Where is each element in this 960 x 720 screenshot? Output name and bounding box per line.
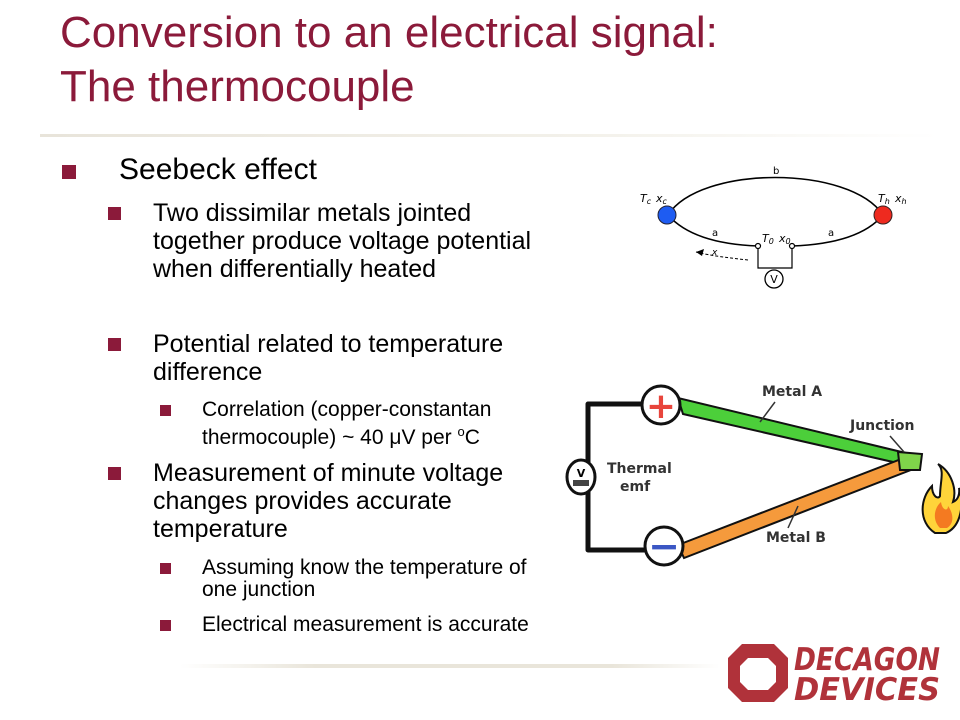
voltmeter-label: V <box>770 273 778 286</box>
logo-line-2: DEVICES <box>794 672 940 706</box>
metal-b-label: Metal B <box>766 530 826 546</box>
voltmeter-icon <box>764 269 784 289</box>
bullet-measurement: Measurement of minute voltage changes pr… <box>108 459 538 543</box>
label-x: x <box>711 248 718 258</box>
wire-a-left <box>667 214 759 247</box>
terminal-left <box>754 242 762 250</box>
bullet-square-icon <box>62 165 76 179</box>
logo-octagon-inner <box>740 658 776 690</box>
bullet-seebeck: Seebeck effect <box>62 152 562 188</box>
slide-title: Conversion to an electrical signal: The … <box>60 6 920 114</box>
thermocouple-schematic: V b a a x Tc xc Th xh T0 x0 <box>640 166 907 289</box>
bullet-square-icon <box>108 207 121 220</box>
bullet-square-icon <box>160 563 171 574</box>
wire-a-right <box>791 214 884 247</box>
title-divider <box>40 134 940 137</box>
junction-pointer <box>889 435 905 453</box>
bullet-text: Correlation (copper-constantan thermocou… <box>202 399 560 449</box>
wire-b <box>667 176 884 216</box>
negative-terminal-icon <box>643 525 685 567</box>
celsius-text: C <box>464 426 480 449</box>
decagon-devices-logo: DECAGON DEVICES <box>728 642 940 706</box>
label-th: Th <box>878 192 890 206</box>
bullet-dissimilar-metals: Two dissimilar metals jointed together p… <box>108 199 538 283</box>
bullet-text: Potential related to temperature differe… <box>153 330 504 386</box>
label-b: b <box>773 166 779 177</box>
positive-terminal-icon <box>640 384 682 426</box>
junction-label: Junction <box>849 418 915 434</box>
title-line-2: The thermocouple <box>60 62 415 111</box>
bullet-assuming: Assuming know the temperature of one jun… <box>160 557 560 601</box>
correlation-unit: V per <box>401 426 458 449</box>
correlation-text: Correlation (copper-constantan thermocou… <box>202 398 492 449</box>
label-a-right: a <box>828 228 834 239</box>
label-tc: Tc <box>640 192 652 206</box>
label-xc: xc <box>655 192 668 206</box>
bullet-text: Two dissimilar metals jointed together p… <box>153 199 532 283</box>
bullet-correlation: Correlation (copper-constantan thermocou… <box>160 399 560 449</box>
label-xh: xh <box>894 192 907 206</box>
bullet-potential: Potential related to temperature differe… <box>108 330 538 386</box>
meter-v-label: V <box>577 467 586 480</box>
emf-label: emf <box>620 479 651 495</box>
direction-arrow <box>695 251 749 261</box>
cold-junction <box>657 205 677 225</box>
hot-junction <box>873 205 893 225</box>
meter-leads <box>757 248 793 269</box>
flame-inner-icon <box>934 502 953 528</box>
junction-point <box>896 450 924 471</box>
title-line-1: Conversion to an electrical signal: <box>60 8 718 57</box>
bullet-electrical: Electrical measurement is accurate <box>160 614 560 636</box>
meter-display <box>573 480 589 486</box>
bullet-text: Measurement of minute voltage changes pr… <box>153 459 504 543</box>
label-x0: x0 <box>778 232 791 246</box>
degree-superscript: o <box>457 424 465 439</box>
bullet-text: Assuming know the temperature of one jun… <box>202 556 527 601</box>
bullet-square-icon <box>160 405 171 416</box>
logo-line-1: DECAGON <box>794 642 940 678</box>
footer-divider <box>180 664 720 668</box>
bullet-square-icon <box>108 467 121 480</box>
micro-symbol: μ <box>389 426 402 449</box>
thermocouple-illustration: + − V Thermal emf Metal A Metal B Juncti… <box>565 384 960 568</box>
bullet-text: Seebeck effect <box>119 153 317 186</box>
bullet-square-icon <box>108 338 121 351</box>
bullet-text: Electrical measurement is accurate <box>202 613 529 636</box>
plus-sign: + <box>646 386 676 427</box>
arrow-head-icon <box>696 249 704 256</box>
label-t0: T0 <box>762 232 774 246</box>
bullet-square-icon <box>160 620 171 631</box>
thermal-label: Thermal <box>607 461 672 477</box>
label-a-left: a <box>712 228 718 239</box>
minus-sign: − <box>648 524 680 568</box>
metal-a-label: Metal A <box>762 384 822 400</box>
circuit-wire <box>585 401 652 553</box>
metal-a-pointer <box>759 401 776 423</box>
metal-b-pointer <box>787 505 799 529</box>
